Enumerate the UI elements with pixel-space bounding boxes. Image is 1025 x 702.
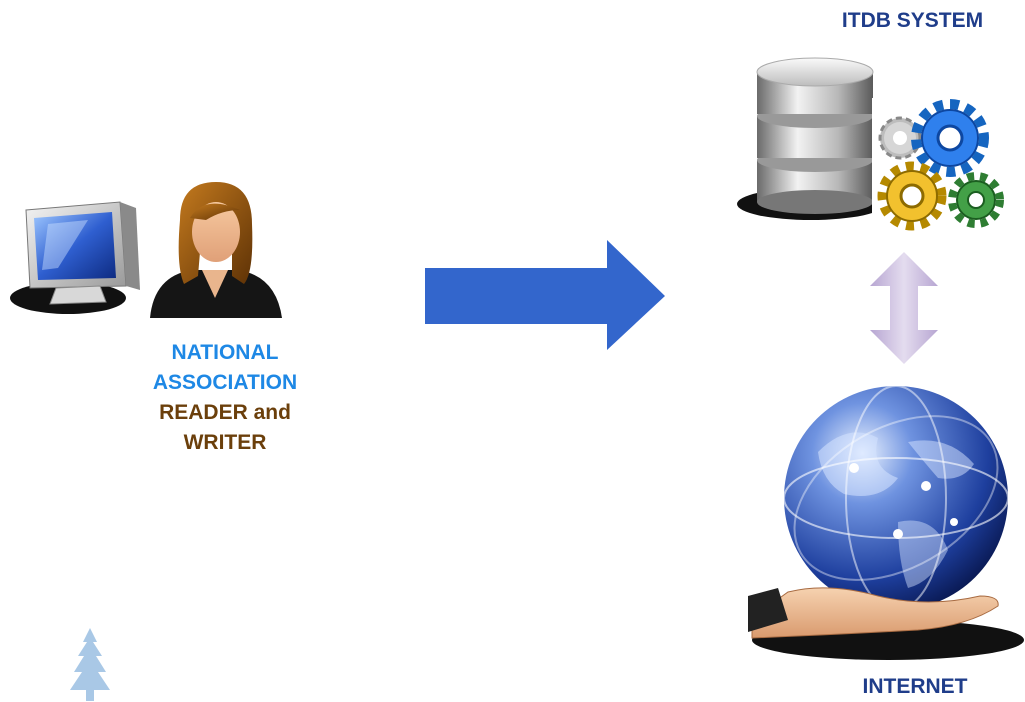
computer-monitor-icon [8, 198, 148, 318]
user-label-line3: READER and [159, 401, 291, 424]
user-label: NATIONAL ASSOCIATION READER and WRITER [120, 338, 330, 458]
database-icon [735, 52, 895, 222]
globe-in-hand-icon [748, 382, 1025, 662]
user-label-line4: WRITER [183, 431, 267, 454]
itdb-system-label: ITDB SYSTEM [841, 9, 984, 32]
internet-label: INTERNET [862, 675, 968, 698]
gears-icon [872, 98, 1012, 233]
user-woman-icon [140, 180, 290, 320]
bidirectional-arrow-icon [868, 252, 940, 364]
right-arrow-icon [425, 240, 670, 352]
tree-logo-icon [64, 628, 116, 701]
user-label-line2: ASSOCIATION [152, 371, 298, 394]
user-label-line1: NATIONAL [171, 341, 279, 364]
